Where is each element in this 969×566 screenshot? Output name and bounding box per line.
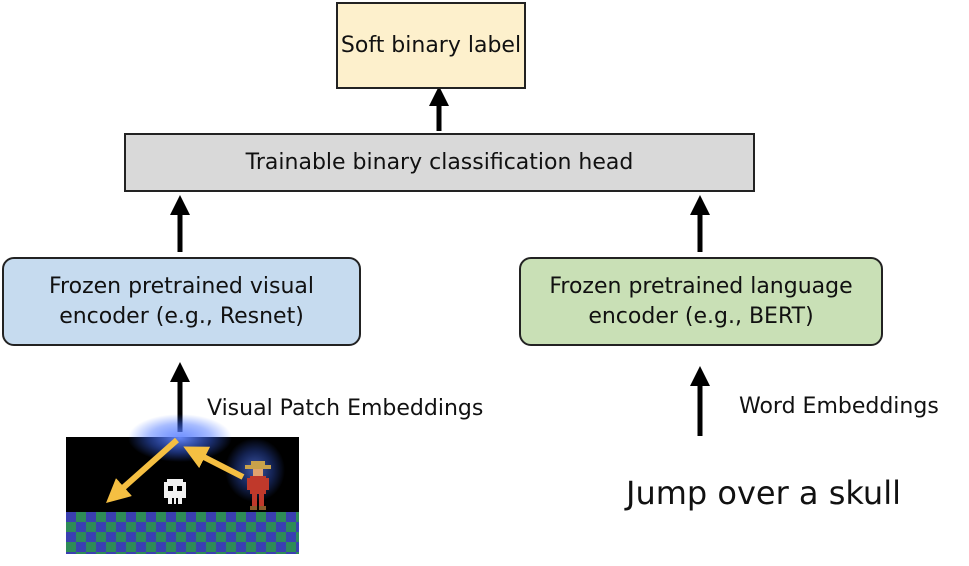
classification-head-box: Trainable binary classification head xyxy=(124,133,755,192)
language-encoder-box: Frozen pretrained language encoder (e.g.… xyxy=(519,257,883,346)
game-floor xyxy=(66,512,299,554)
language-encoder-text: Frozen pretrained language encoder (e.g.… xyxy=(549,273,853,329)
attention-arrow-left xyxy=(106,437,179,503)
skull-icon xyxy=(164,479,186,504)
instruction-sentence: Jump over a skull xyxy=(626,474,901,512)
word-embeddings-label: Word Embeddings xyxy=(739,394,939,419)
soft-binary-label-text: Soft binary label xyxy=(340,32,522,58)
attention-glow xyxy=(128,414,232,462)
visual-encoder-box: Frozen pretrained visual encoder (e.g., … xyxy=(2,257,361,346)
attention-arrow-right xyxy=(183,446,245,480)
visual-encoder-text: Frozen pretrained visual encoder (e.g., … xyxy=(49,273,314,329)
classification-head-text: Trainable binary classification head xyxy=(245,149,634,175)
explorer-character-icon xyxy=(245,461,271,510)
visual-patch-embeddings-label: Visual Patch Embeddings xyxy=(207,396,484,421)
soft-binary-label-box: Soft binary label xyxy=(336,2,526,89)
